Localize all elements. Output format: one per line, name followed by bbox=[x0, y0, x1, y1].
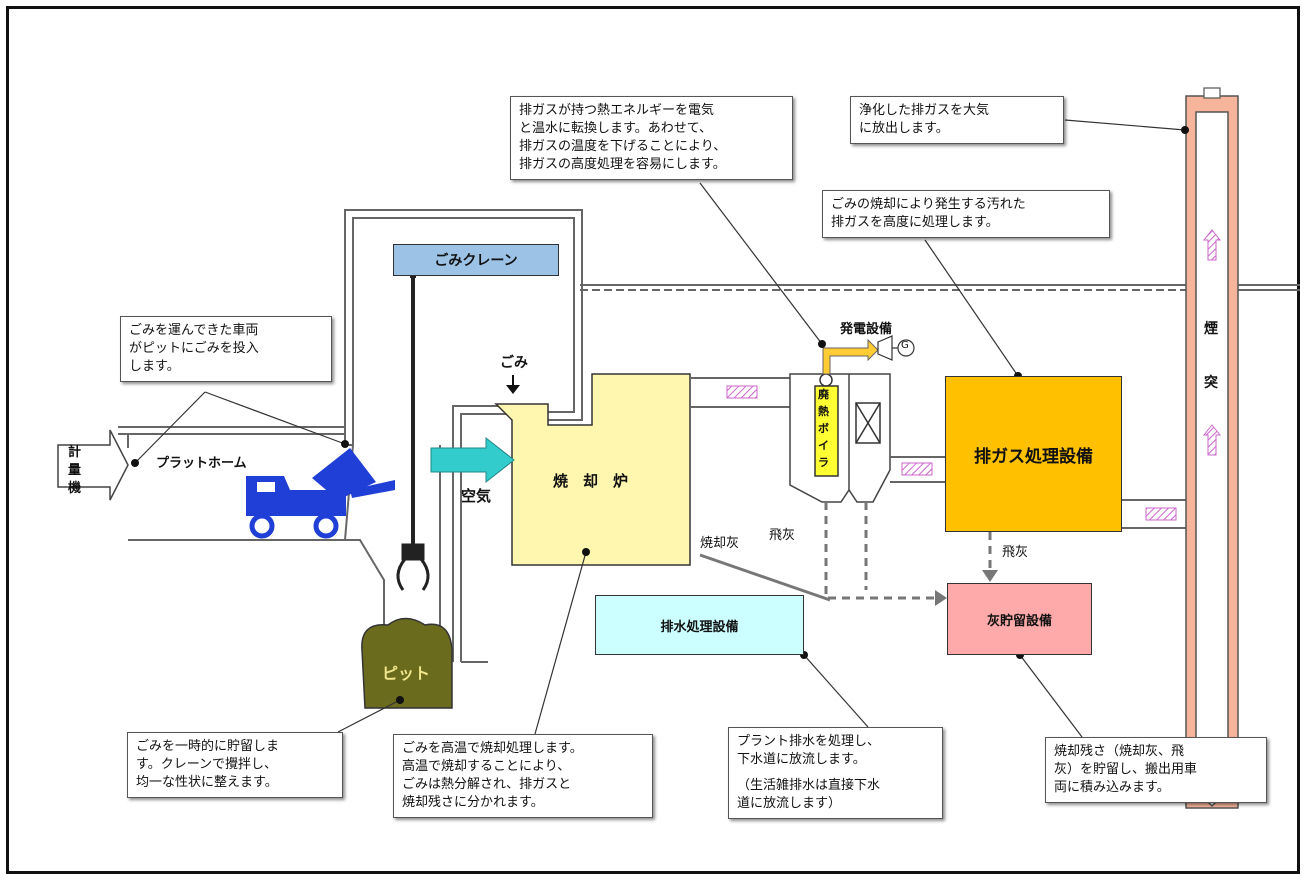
air-arrow bbox=[430, 436, 515, 484]
pit-label: ピット bbox=[382, 664, 431, 683]
furnace-callout: ごみを高温で焼却処理します。 高温で焼却することにより、 ごみは熱分解され、排ガ… bbox=[393, 734, 653, 818]
wastewater-facility-label: 排水処理設備 bbox=[660, 619, 739, 635]
ash-storage-label: 灰貯留設備 bbox=[986, 613, 1052, 629]
scale-arrow bbox=[57, 429, 129, 501]
gas-treatment-box: 排ガス処理設備 bbox=[945, 376, 1122, 532]
fly-ash-label-2: 飛灰 bbox=[1002, 545, 1029, 560]
ash-storage-box: 灰貯留設備 bbox=[947, 583, 1092, 655]
steam-pipe bbox=[822, 338, 879, 375]
flow-arrow-1 bbox=[726, 385, 758, 399]
gas-callout: ごみの焼却により発生する汚れた 排ガスを高度に処理します。 bbox=[822, 190, 1110, 238]
pit-callout: ごみを一時的に貯留しま す。クレーンで攪拌し、 均一な性状に整えます。 bbox=[127, 732, 343, 798]
truck-icon bbox=[246, 448, 395, 539]
crane-cable bbox=[410, 274, 416, 545]
power-label: 発電設備 bbox=[840, 322, 893, 337]
air-label: 空気 bbox=[461, 487, 492, 505]
garbage-label: ごみ bbox=[500, 355, 528, 371]
furnace-body bbox=[494, 373, 691, 566]
garbage-drop-icon bbox=[506, 375, 520, 394]
gas-duct-1 bbox=[690, 377, 790, 408]
flow-arrow-2 bbox=[901, 462, 933, 476]
ash-flow-lines bbox=[699, 502, 992, 602]
crane-grab-icon bbox=[396, 543, 430, 591]
gas-duct-2 bbox=[890, 456, 945, 483]
truck-callout: ごみを運んできた車両 がピットにごみを投入 します。 bbox=[120, 316, 332, 382]
callout-leaders bbox=[134, 119, 1186, 738]
scale-label: 計 量 機 bbox=[68, 445, 82, 496]
pit-shape bbox=[361, 617, 453, 709]
wastewater-callout: プラント排水を処理し、 下水道に放流します。 （生活雑排水は直接下水 道に放流し… bbox=[728, 727, 943, 819]
stack-callout: 浄化した排ガスを大気 に放出します。 bbox=[850, 96, 1064, 144]
generator-icon bbox=[897, 339, 915, 357]
furnace-label: 焼 却 炉 bbox=[553, 472, 629, 490]
diagram-frame bbox=[6, 6, 1300, 874]
crane-label: ごみクレーン bbox=[434, 253, 518, 269]
wastewater-facility-box: 排水処理設備 bbox=[595, 595, 804, 655]
chimney-label: 煙 突 bbox=[1204, 321, 1218, 391]
chimney-flow-icon bbox=[1202, 229, 1222, 456]
fly-ash-label-1: 飛灰 bbox=[769, 528, 796, 543]
turbine-icon bbox=[877, 335, 893, 361]
platform-label: プラットホーム bbox=[156, 456, 247, 471]
bottom-ash-label: 焼却灰 bbox=[700, 536, 740, 551]
boiler-filter-icon bbox=[855, 402, 881, 444]
flow-arrow-3 bbox=[1145, 507, 1177, 521]
gas-treatment-label: 排ガス処理設備 bbox=[974, 446, 1093, 467]
gas-duct-3 bbox=[1122, 499, 1190, 529]
crane-box: ごみクレーン bbox=[393, 244, 559, 276]
boiler-label: 廃 熱 ボ イ ラ bbox=[818, 388, 829, 469]
generator-symbol: G bbox=[901, 340, 909, 351]
ash-callout: 焼却残さ（焼却灰、飛 灰）を貯留し、搬出用車 両に積み込みます。 bbox=[1045, 737, 1267, 803]
boiler-callout: 排ガスが持つ熱エネルギーを電気 と温水に転換します。あわせて、 排ガスの温度を下… bbox=[510, 96, 793, 180]
building-outline bbox=[344, 209, 1300, 663]
